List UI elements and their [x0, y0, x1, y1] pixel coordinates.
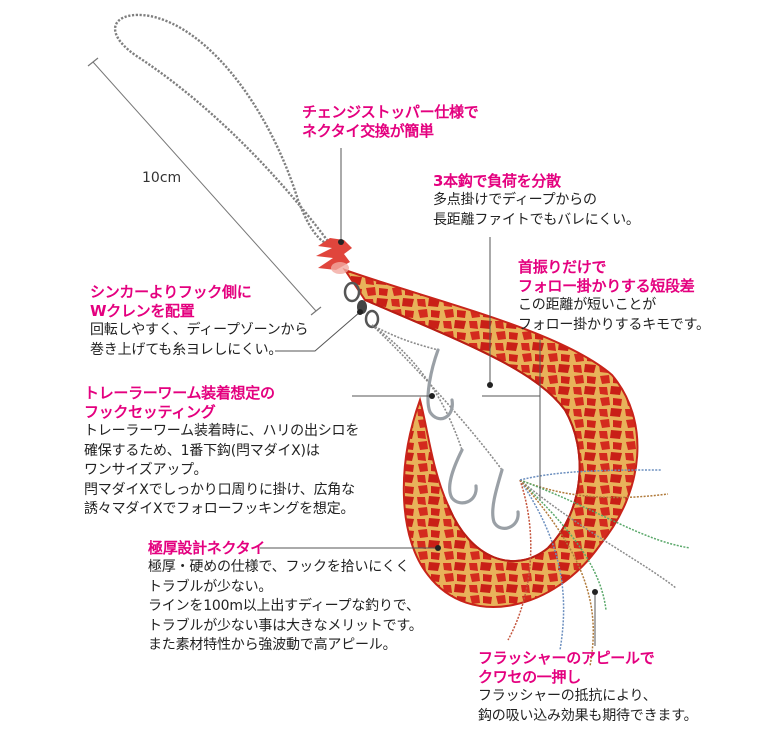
callout-title-line: ネクタイ交換が簡単	[302, 122, 434, 140]
callout-body-line: 巻き上げても糸ヨレしにくい。	[90, 341, 283, 358]
callout-necktie: 極厚設計ネクタイ 極厚・硬めの仕様で、フックを拾いにくく トラブルが少ない。 ラ…	[148, 539, 423, 656]
callout-title-line: クワセの一押し	[478, 668, 581, 686]
callout-body-line: フラッシャーの抵抗により、	[478, 688, 657, 704]
change-stopper	[316, 238, 352, 274]
callout-three-hooks: 3本鈎で負荷を分散 多点掛けでディープからの 長距離ファイトでもバレにくい。	[433, 172, 640, 230]
callout-body-line: 長距離ファイトでもバレにくい。	[433, 211, 640, 228]
callout-title-line: トレーラーワーム装着想定の	[84, 384, 275, 402]
callout-body-line: ラインを100m以上出すディープな釣りで、	[148, 598, 420, 614]
hooks	[426, 348, 520, 530]
callout-title-line: 首振りだけで	[518, 258, 607, 276]
flasher-strands	[507, 469, 691, 667]
callout-body-line: トレーラーワーム装着時に、ハリの出シロを	[84, 423, 360, 439]
callout-title-line: 3本鈎で負荷を分散	[433, 172, 561, 190]
callout-body-line: この距離が短いことが	[518, 297, 656, 313]
callout-body-line: 確保するため、1番下鈎(閂マダイX)は	[84, 442, 320, 459]
callout-stopper: チェンジストッパー仕様で ネクタイ交換が簡単	[302, 103, 479, 141]
callout-body-line: トラブルが少ない事は大きなメリットです。	[148, 617, 423, 634]
callout-body-line: 閂マダイXでしっかり口周りに掛け、広角な	[84, 481, 355, 498]
callout-body-line: フォロー掛かりするキモです。	[518, 316, 710, 333]
dimension-marker	[87, 57, 322, 316]
necktie	[342, 268, 639, 608]
callout-body-line: 多点掛けでディープからの	[433, 192, 597, 208]
callout-body-line: 極厚・硬めの仕様で、フックを拾いにくく	[148, 559, 410, 575]
dimension-label: 10cm	[142, 170, 182, 186]
callout-pointers	[260, 148, 598, 646]
callout-body-line: また素材特性から強波動で高アピール。	[148, 637, 397, 653]
callout-title-line: Wクレンを配置	[90, 302, 195, 320]
callout-title-line: フラッシャーのアピールで	[478, 649, 655, 667]
callout-step: 首振りだけで フォロー掛かりする短段差 この距離が短いことが フォロー掛かりする…	[518, 258, 710, 335]
callout-title-line: フックセッティング	[84, 403, 216, 421]
callout-swivel: シンカーよりフック側に Wクレンを配置 回転しやすく、ディープゾーンから 巻き上…	[90, 283, 308, 360]
callout-trailer: トレーラーワーム装着想定の フックセッティング トレーラーワーム装着時に、ハリの…	[84, 384, 359, 520]
callout-body-line: トラブルが少ない。	[148, 578, 273, 595]
callout-body-line: 誘々マダイXでフォローフッキングを想定。	[84, 501, 355, 517]
callout-body-line: 鈎の吸い込み効果も期待できます。	[478, 707, 698, 724]
callout-body-line: ワンサイズアップ。	[84, 462, 208, 478]
callout-title-line: フォロー掛かりする短段差	[518, 277, 695, 295]
callout-title-line: 極厚設計ネクタイ	[148, 539, 266, 557]
callout-title-line: シンカーよりフック側に	[90, 283, 252, 301]
callout-title-line: チェンジストッパー仕様で	[302, 103, 479, 121]
leader-loop	[114, 13, 331, 246]
callout-flasher: フラッシャーのアピールで クワセの一押し フラッシャーの抵抗により、 鈎の吸い込…	[478, 649, 698, 726]
callout-body-line: 回転しやすく、ディープゾーンから	[90, 322, 309, 338]
